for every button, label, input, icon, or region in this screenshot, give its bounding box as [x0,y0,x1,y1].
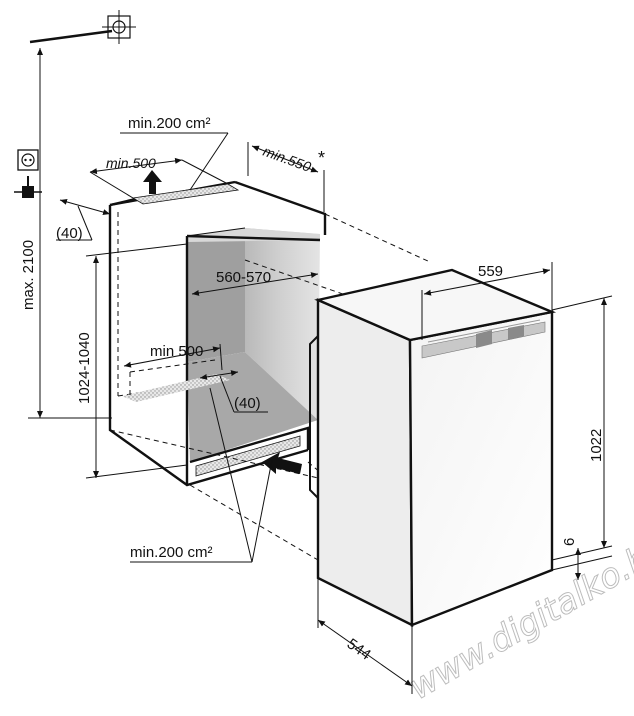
niche-height-dimension [85,243,188,479]
depth-asterisk: * [318,148,325,168]
bottom-vent-width-label: min 500 [150,343,203,360]
top-offset-dimension [56,198,111,241]
niche-height-label: 1024-1040 [76,332,93,404]
top-vent-area-label: min.200 cm² [128,115,211,132]
appliance-depth-dimension [317,578,413,694]
bottom-vent-arrow-icon [262,452,302,474]
top-vent-arrow-icon [143,170,162,194]
top-vent-width-dimension [89,157,229,199]
inner-width-label: 560-570 [216,269,271,286]
appliance-width-label: 559 [478,263,503,280]
ceiling-line [29,29,113,44]
inner-width-dimension [191,272,319,296]
appliance-height-dimension [551,295,613,561]
water-connection-icon [102,10,136,44]
niche-cabinet [108,180,327,487]
depth-min-label: min.550 [261,143,313,175]
appliance-fridge [309,268,557,627]
top-vent-area-leader [120,132,229,191]
plug-icon [14,176,42,198]
gap-label: 6 [561,538,578,546]
gap-dimension [551,548,613,580]
appliance-height-label: 1022 [588,429,605,462]
appliance-depth-label: 544 [344,635,374,663]
bottom-vent-width-dimension [123,343,223,371]
bottom-offset-label: (40) [234,395,261,412]
bottom-offset-dimension [199,370,268,413]
appliance-width-dimension [421,262,553,340]
socket-icon [17,149,39,171]
bottom-vent-area-label: min.200 cm² [130,544,213,561]
top-offset-label: (40) [56,225,83,242]
max-height-label: max. 2100 [20,240,37,310]
depth-min-dimension [247,142,325,212]
bottom-vent-area-leader [130,387,273,563]
top-vent-width-label: min.500 [106,155,156,171]
